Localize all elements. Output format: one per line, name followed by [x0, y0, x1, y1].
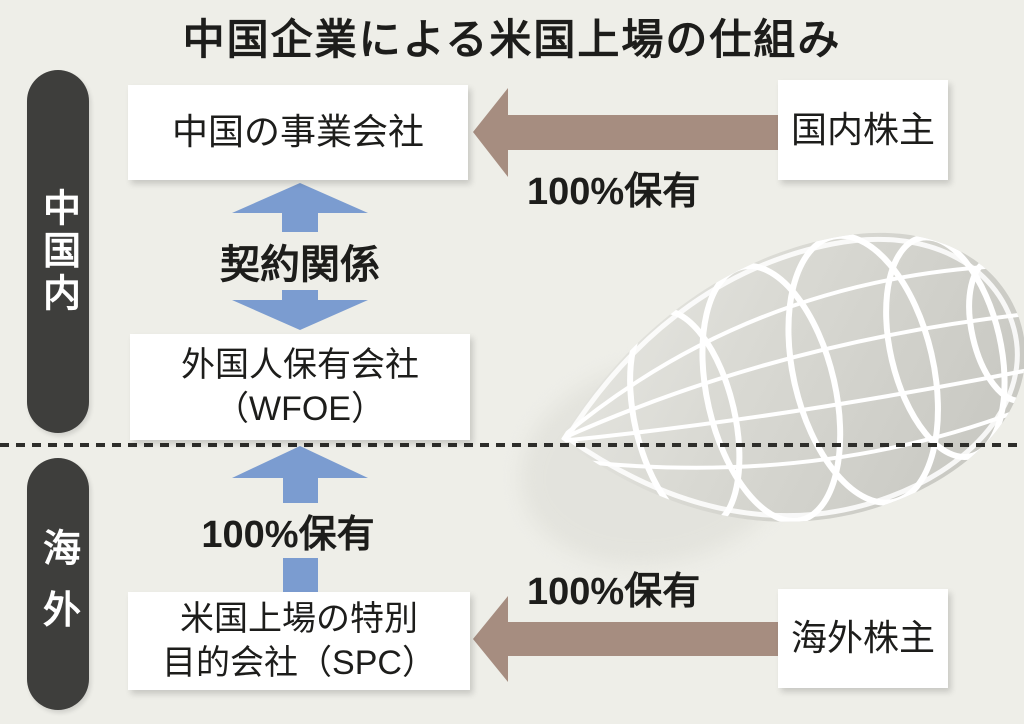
- node-overseas-shareholders-label: 海外株主: [790, 617, 935, 659]
- node-overseas-shareholders: 海外株主: [778, 589, 948, 688]
- node-wfoe-line1: 外国人保有会社: [181, 345, 419, 384]
- node-spc-line1: 米国上場の特別: [180, 599, 418, 638]
- label-ownership-middle: 100%保有: [195, 503, 381, 558]
- node-wfoe: 外国人保有会社 （WFOE）: [130, 334, 470, 440]
- region-label-overseas-text: 海外: [36, 528, 79, 652]
- node-domestic-shareholders: 国内株主: [778, 80, 948, 180]
- label-contract-relation: 契約関係: [214, 232, 386, 290]
- node-spc-line2: 目的会社（SPC）: [162, 644, 436, 682]
- label-ownership-bottom: 100%保有: [527, 571, 701, 613]
- label-ownership-top: 100%保有: [527, 171, 701, 213]
- node-operating-company: 中国の事業会社: [128, 85, 468, 180]
- region-label-overseas: 海外: [27, 458, 89, 710]
- node-wfoe-line2: （WFOE）: [215, 390, 385, 428]
- node-spc: 米国上場の特別 目的会社（SPC）: [128, 592, 470, 690]
- region-label-china-text: 中国内: [36, 187, 79, 316]
- diagram-title: 中国企業による米国上場の仕組み: [182, 16, 842, 63]
- node-domestic-shareholders-label: 国内株主: [790, 108, 935, 150]
- border-dashed-line: [0, 443, 1024, 447]
- region-label-china: 中国内: [27, 70, 89, 433]
- node-operating-company-label: 中国の事業会社: [171, 111, 424, 153]
